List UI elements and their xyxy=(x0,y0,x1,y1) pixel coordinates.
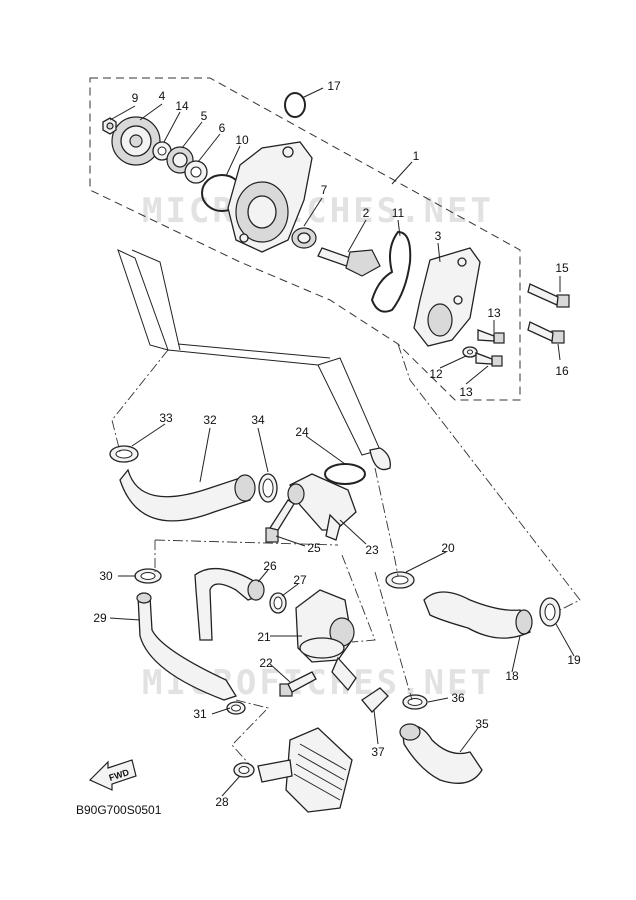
label-18: 18 xyxy=(505,669,519,683)
label-11: 11 xyxy=(392,206,405,220)
bolt-16 xyxy=(527,321,565,344)
connection-lines xyxy=(111,343,581,766)
radiator-outline xyxy=(117,249,391,471)
pump-cover-3 xyxy=(413,247,481,347)
clamp-30 xyxy=(134,568,162,584)
bolt-15 xyxy=(527,283,570,308)
leader-lines xyxy=(109,87,575,797)
label-12: 12 xyxy=(429,367,443,381)
nut-9 xyxy=(102,117,117,135)
washer-14 xyxy=(152,141,172,161)
label-28: 28 xyxy=(215,795,229,809)
label-4: 4 xyxy=(159,89,166,103)
label-17: 17 xyxy=(327,79,341,93)
impeller-gear xyxy=(111,116,161,166)
label-13a: 13 xyxy=(487,306,501,320)
hose-35 xyxy=(399,723,483,784)
clamp-31 xyxy=(226,701,246,715)
label-9: 9 xyxy=(132,91,139,105)
seal-7 xyxy=(291,227,317,249)
label-10: 10 xyxy=(235,133,249,147)
label-14: 14 xyxy=(175,99,189,113)
label-24: 24 xyxy=(295,425,309,439)
bolt-25 xyxy=(265,499,295,543)
pump-housing xyxy=(227,141,313,253)
label-25: 25 xyxy=(307,541,321,555)
gasket-11 xyxy=(370,230,412,313)
label-16: 16 xyxy=(555,364,569,378)
clamp-19 xyxy=(539,597,561,627)
label-26: 26 xyxy=(263,559,277,573)
clamp-36 xyxy=(402,694,428,710)
label-21: 21 xyxy=(257,630,271,644)
label-34: 34 xyxy=(251,413,265,427)
impeller-shaft-2 xyxy=(317,247,381,277)
hose-18 xyxy=(423,591,533,639)
label-32: 32 xyxy=(203,413,217,427)
o-ring-24 xyxy=(324,463,366,485)
label-29: 29 xyxy=(93,611,107,625)
label-7: 7 xyxy=(321,183,328,197)
clamp-34 xyxy=(258,473,278,503)
bolt-22 xyxy=(279,671,317,697)
label-27: 27 xyxy=(293,573,307,587)
o-ring-17 xyxy=(284,92,306,118)
label-33: 33 xyxy=(159,411,173,425)
bolt-13b xyxy=(475,352,503,367)
label-3: 3 xyxy=(435,229,442,243)
seal-6 xyxy=(184,160,208,184)
label-13b: 13 xyxy=(459,385,473,399)
label-37: 37 xyxy=(371,745,385,759)
label-22: 22 xyxy=(259,656,273,670)
clamp-27 xyxy=(269,592,287,614)
hose-32 xyxy=(119,468,256,522)
clamp-28 xyxy=(233,762,255,778)
bracket-37 xyxy=(361,687,389,713)
label-2: 2 xyxy=(363,206,370,220)
washer-12 xyxy=(462,346,478,358)
hose-26 xyxy=(194,568,265,641)
label-19: 19 xyxy=(567,653,581,667)
bolt-13a xyxy=(477,329,505,344)
watermark-top: MICROFICHES.NET xyxy=(142,191,494,231)
label-30: 30 xyxy=(99,569,113,583)
hose-29 xyxy=(136,592,237,701)
label-5: 5 xyxy=(201,109,208,123)
clamp-33 xyxy=(109,445,139,463)
label-1: 1 xyxy=(413,149,420,163)
label-20: 20 xyxy=(441,541,455,555)
thermostat-housing-23 xyxy=(287,473,357,541)
part-labels: 9 4 14 5 6 10 17 1 7 2 11 3 15 13 16 12 … xyxy=(93,79,581,809)
thermostat-21 xyxy=(295,589,357,692)
label-6: 6 xyxy=(219,121,226,135)
label-36: 36 xyxy=(451,691,465,705)
label-23: 23 xyxy=(365,543,379,557)
fwd-arrow-icon: FWD xyxy=(88,759,137,791)
pump-assembly-boundary xyxy=(89,77,521,401)
label-15: 15 xyxy=(555,261,569,275)
diagram-code: B90G700S0501 xyxy=(76,803,162,817)
label-35: 35 xyxy=(475,717,489,731)
oil-cooler xyxy=(257,727,353,813)
label-31: 31 xyxy=(193,707,207,721)
clamp-20 xyxy=(385,571,415,589)
